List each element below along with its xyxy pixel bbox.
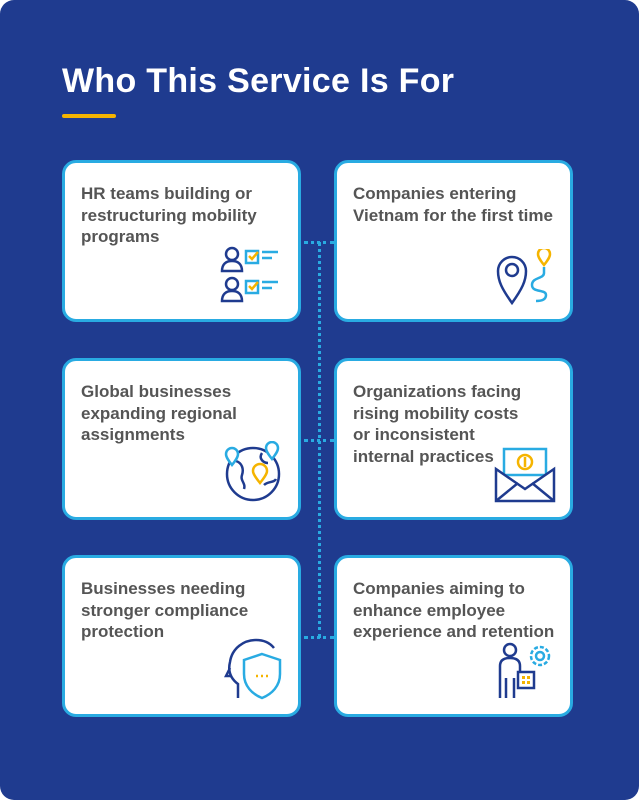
audience-card-global-businesses: Global businesses expanding regional ass… <box>62 358 301 520</box>
connector-row-2 <box>304 439 334 442</box>
card-text: HR teams building or restructuring mobil… <box>81 184 257 246</box>
card-text: Companies aiming to enhance employee exp… <box>353 579 555 641</box>
card-text: Businesses needing stronger compliance p… <box>81 579 249 641</box>
connector-row-3 <box>304 636 334 639</box>
people-checklist-icon <box>220 246 278 303</box>
globe-pins-icon <box>224 441 281 502</box>
audience-card-hr-teams: HR teams building or restructuring mobil… <box>62 160 301 322</box>
title-underline <box>62 114 116 118</box>
employee-gear-icon <box>498 642 551 698</box>
money-envelope-icon <box>494 447 556 503</box>
audience-card-employee-experience: Companies aiming to enhance employee exp… <box>334 555 573 717</box>
card-text: Companies entering Vietnam for the first… <box>353 184 553 225</box>
page-title: Who This Service Is For <box>62 62 455 100</box>
location-pin-route-icon <box>496 249 552 305</box>
audience-card-entering-vietnam: Companies entering Vietnam for the first… <box>334 160 573 322</box>
head-shield-icon <box>224 638 282 700</box>
audience-card-rising-costs: Organizations facing rising mobility cos… <box>334 358 573 520</box>
audience-card-compliance: Businesses needing stronger compliance p… <box>62 555 301 717</box>
card-text: Global businesses expanding regional ass… <box>81 382 237 444</box>
card-text: Organizations facing rising mobility cos… <box>353 382 522 466</box>
connector-row-1 <box>304 241 334 244</box>
